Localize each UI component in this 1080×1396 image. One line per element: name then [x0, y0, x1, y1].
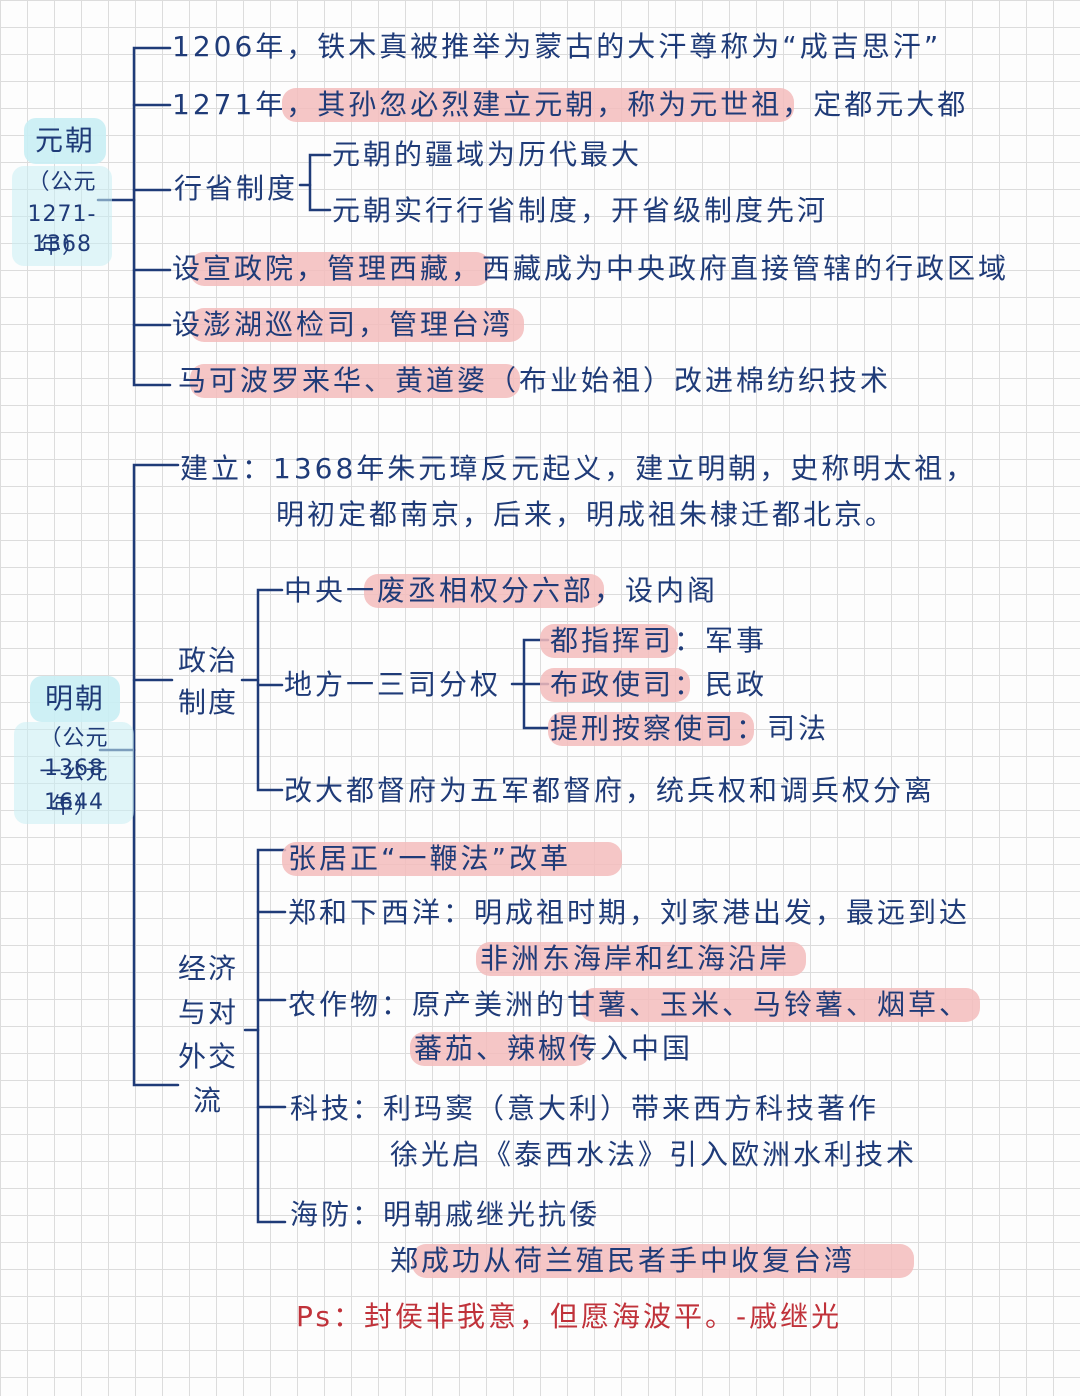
- highlight: [412, 1244, 914, 1278]
- yuan-item-taiwan: 设澎湖巡检司，管理台湾: [172, 308, 514, 341]
- highlight: [580, 988, 980, 1022]
- highlight: [540, 668, 690, 702]
- economy-item-tech-cont: 徐光启《泰西水法》引入欧洲水利技术: [390, 1138, 918, 1171]
- ming-period-line-2: 一公元1644: [39, 760, 109, 815]
- yuan-period-line-1: （公元: [27, 170, 97, 195]
- ming-period-line-1: （公元1368: [39, 726, 109, 781]
- politics-central: 中央一废丞相权分六部，设内阁: [284, 574, 719, 607]
- yuan-item-province-first: 元朝实行行省制度，开省级制度先河: [332, 194, 829, 227]
- highlight: [410, 1032, 590, 1066]
- politics-label-line-1: 政治: [177, 644, 238, 677]
- economy-item-coastal-defense: 海防：明朝戚继光抗倭: [290, 1198, 601, 1231]
- economy-item-crops: 农作物：原产美洲的甘薯、玉米、马铃薯、烟草、: [288, 988, 971, 1021]
- ming-title: 明朝: [44, 682, 105, 715]
- economy-item-crops-cont: 蕃茄、辣椒传入中国: [414, 1032, 694, 1065]
- economy-label-line-2: 与对: [177, 996, 238, 1029]
- footer-quote: Ps：封侯非我意，但愿海波平。-戚继光: [296, 1300, 843, 1333]
- yuan-item-1206: 1206年，铁木真被推举为蒙古的大汗尊称为“成吉思汗”: [172, 30, 942, 63]
- yuan-period-highlight: [12, 166, 112, 266]
- economy-label-line-1: 经济: [177, 952, 238, 985]
- highlight: [548, 712, 754, 746]
- yuan-title: 元朝: [34, 124, 95, 157]
- politics-local-civil: 布政使司：民政: [550, 668, 768, 701]
- highlight: [190, 364, 520, 398]
- highlight: [476, 942, 806, 976]
- politics-local-judicial: 提刑按察使司：司法: [550, 712, 830, 745]
- highlight: [364, 574, 604, 608]
- yuan-period-line-3: 年）: [38, 234, 85, 259]
- economy-label-line-3: 外交: [177, 1040, 238, 1073]
- economy-item-single-whip: 张居正“一鞭法”改革: [288, 842, 572, 875]
- yuan-period-line-2: 1271-1368: [27, 202, 97, 257]
- economy-item-zheng-he: 郑和下西洋：明成祖时期，刘家港出发，最远到达: [288, 896, 971, 929]
- ming-founding-line-1: 建立：1368年朱元璋反元起义，建立明朝，史称明太祖，: [180, 452, 977, 485]
- ming-title-highlight: [30, 676, 120, 722]
- highlight: [190, 308, 524, 342]
- politics-military: 改大都督府为五军都督府，统兵权和调兵权分离: [284, 774, 936, 807]
- ming-founding-line-2: 明初定都南京，后来，明成祖朱棣迁都北京。: [276, 498, 897, 531]
- yuan-item-territory: 元朝的疆域为历代最大: [332, 138, 643, 171]
- highlight: [190, 252, 490, 286]
- yuan-item-tibet: 设宣政院，管理西藏，西藏成为中央政府直接管辖的行政区域: [172, 252, 1010, 285]
- politics-label-line-2: 制度: [177, 686, 238, 719]
- yuan-item-1271: 1271年，其孙忽必烈建立元朝，称为元世祖，定都元大都: [172, 88, 969, 121]
- highlight: [282, 842, 622, 876]
- economy-label-line-4: 流: [192, 1084, 223, 1117]
- economy-item-tech: 科技：利玛窦（意大利）带来西方科技著作: [290, 1092, 880, 1125]
- highlight: [540, 624, 678, 658]
- yuan-item-province-system: 行省制度: [174, 172, 299, 205]
- ming-period-highlight: [14, 722, 134, 824]
- yuan-item-marco-polo: 马可波罗来华、黄道婆（布业始祖）改进棉纺织技术: [178, 364, 892, 397]
- economy-item-taiwan-recovery: 郑成功从荷兰殖民者手中收复台湾: [390, 1244, 856, 1277]
- yuan-title-highlight: [24, 118, 106, 164]
- economy-item-zheng-he-destination: 非洲东海岸和红海沿岸: [480, 942, 791, 975]
- politics-local: 地方一三司分权: [284, 668, 502, 701]
- ming-period-line-3: 年）: [50, 794, 97, 819]
- highlight: [282, 88, 794, 122]
- politics-local-military: 都指挥司：军事: [550, 624, 768, 657]
